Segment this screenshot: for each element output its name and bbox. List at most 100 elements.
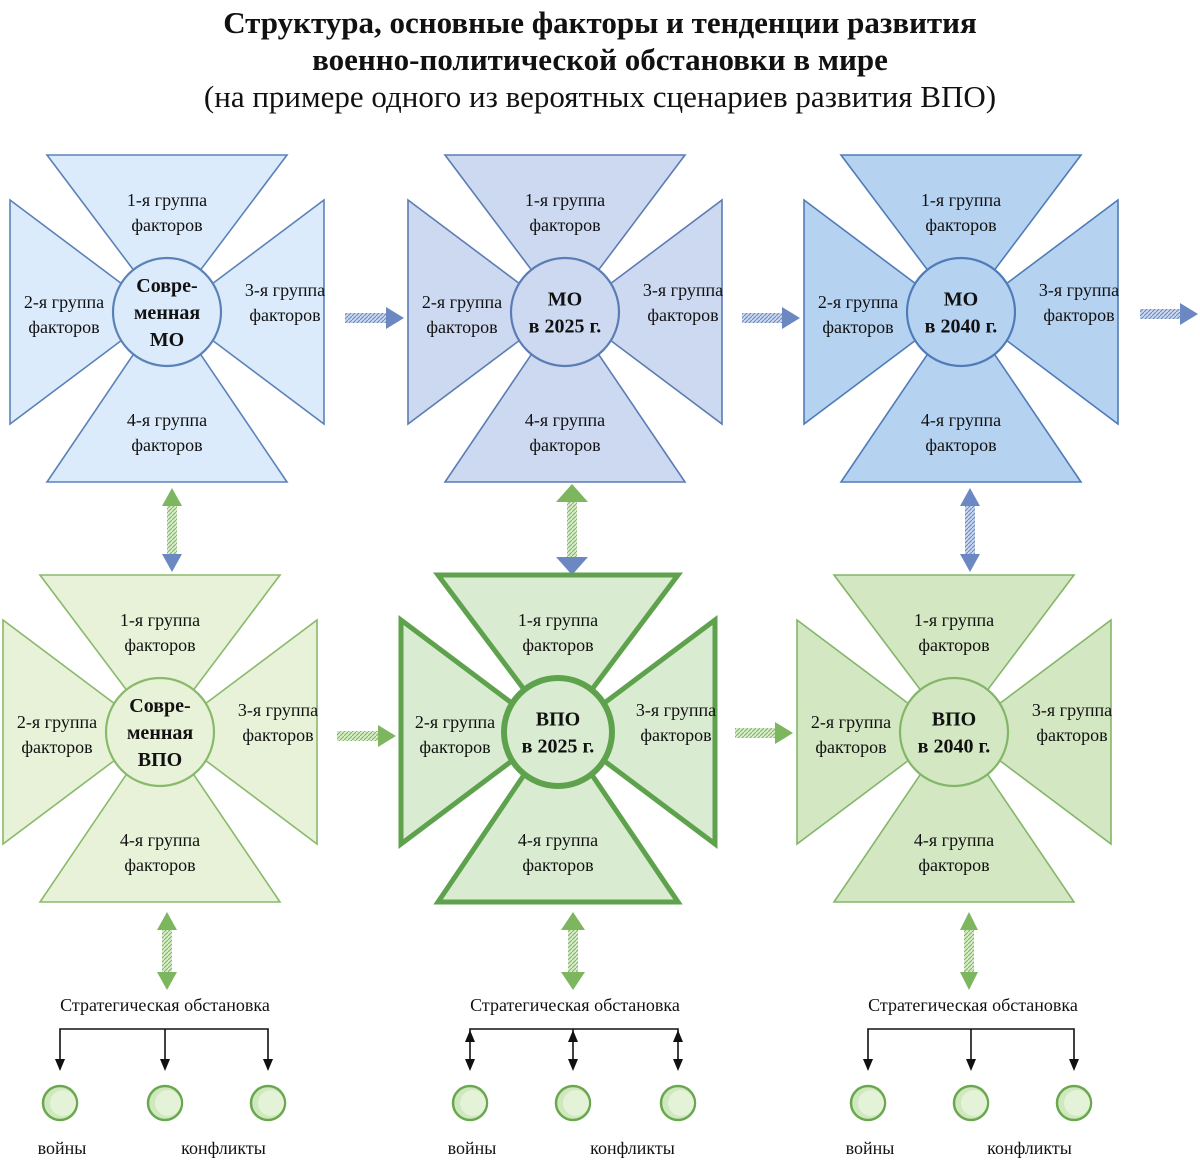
link-arrow-mo-vpo-3 [960, 488, 980, 572]
factor-group-2-label-line: факторов [426, 317, 497, 337]
factor-group-4-label-line: факторов [124, 855, 195, 875]
factor-group-4-label: 4-я группа факторов [518, 830, 598, 875]
vpo-center-label-3-line: ВПО [932, 709, 976, 731]
branch-arrowhead-up [673, 1030, 683, 1042]
factor-group-1-label-line: факторов [124, 635, 195, 655]
branch-arrowhead-up [465, 1030, 475, 1042]
mo-center-label-1-line: менная [134, 302, 201, 324]
vpo-center-label-1-line: ВПО [138, 749, 182, 771]
mo-center-label-1-line: МО [150, 329, 184, 351]
mo-center-circle-3 [905, 256, 1017, 368]
conflicts-label: конфликты [181, 1138, 266, 1158]
flow-arrow-mo-1 [345, 307, 404, 329]
factor-group-3-label-line: факторов [1043, 305, 1114, 325]
event-node-highlight [258, 1090, 284, 1116]
event-node-highlight [155, 1090, 181, 1116]
event-node-highlight [1064, 1090, 1090, 1116]
vpo-center-label-1-line: Совре- [129, 695, 190, 717]
factor-group-1-label-line: 1-я группа [127, 190, 207, 210]
subtitle: (на примере одного из вероятных сценарие… [203, 79, 997, 114]
vpo-center-label-3-line: в 2040 г. [918, 736, 991, 758]
factor-group-2-label-line: 2-я группа [415, 712, 495, 732]
factor-group-3-label-line: факторов [249, 305, 320, 325]
factor-group-2-label-line: 2-я группа [818, 292, 898, 312]
link-arrow-mo-vpo-2 [556, 484, 588, 575]
factor-group-4-label: 4-я группа факторов [127, 410, 207, 455]
branch-arrowhead [568, 1059, 578, 1071]
factor-group-4-label-line: 4-я группа [914, 830, 994, 850]
branch-arrowhead [863, 1059, 873, 1071]
flow-arrow-vpo-2 [735, 722, 793, 744]
wars-label: войны [38, 1138, 87, 1158]
branch-arrowhead [55, 1059, 65, 1071]
factor-group-4-label-line: 4-я группа [518, 830, 598, 850]
mo-center-circle-2 [509, 256, 621, 368]
event-node-highlight [858, 1090, 884, 1116]
event-node-highlight [668, 1090, 694, 1116]
factor-group-1-label-line: факторов [918, 635, 989, 655]
factor-group-2-label-line: 2-я группа [811, 712, 891, 732]
factor-group-4-label-line: факторов [925, 435, 996, 455]
link-arrow-vpo-strategic-2 [561, 912, 585, 990]
event-node-highlight [460, 1090, 486, 1116]
mo-center-label-3-line: МО [944, 289, 978, 311]
branch-arrowhead-up [568, 1030, 578, 1042]
factor-group-4-label: 4-я группа факторов [120, 830, 200, 875]
wars-label: войны [846, 1138, 895, 1158]
factor-group-2-label: 2-я группа факторов [415, 712, 495, 757]
factor-group-3-label-line: факторов [242, 725, 313, 745]
connector-layer [157, 303, 1198, 990]
wars-label: войны [448, 1138, 497, 1158]
factor-group-2-label-line: факторов [419, 737, 490, 757]
branch-arrowhead [673, 1059, 683, 1071]
mo-center-label-1-line: Совре- [136, 275, 197, 297]
factor-group-3-label-line: 3-я группа [1032, 700, 1112, 720]
flow-arrow-mo-2 [742, 307, 800, 329]
factor-group-1-label-line: факторов [522, 635, 593, 655]
factor-group-3-label-line: факторов [647, 305, 718, 325]
flow-arrow-vpo-1 [337, 725, 396, 747]
conflicts-label: конфликты [590, 1138, 675, 1158]
mo-center-circle-1 [111, 256, 223, 368]
factor-group-3-label-line: 3-я группа [636, 700, 716, 720]
factor-group-4-label-line: факторов [522, 855, 593, 875]
mo-center-label-2-line: в 2025 г. [529, 316, 602, 338]
branch-arrowhead [966, 1059, 976, 1071]
event-node-highlight [563, 1090, 589, 1116]
vpo-center-circle-3 [898, 676, 1010, 788]
vpo-center-label-3: ВПО в 2040 г. [918, 709, 991, 758]
branch-arrowhead [1069, 1059, 1079, 1071]
factor-group-4-label-line: 4-я группа [127, 410, 207, 430]
link-arrow-vpo-strategic-3 [960, 912, 978, 990]
factor-group-2-label-line: факторов [21, 737, 92, 757]
factor-group-4-label-line: 4-я группа [120, 830, 200, 850]
factor-group-1-label-line: 1-я группа [921, 190, 1001, 210]
vpo-center-circle-1 [104, 676, 216, 788]
factor-group-4-label-line: факторов [131, 435, 202, 455]
factor-group-4-label-line: факторов [918, 855, 989, 875]
